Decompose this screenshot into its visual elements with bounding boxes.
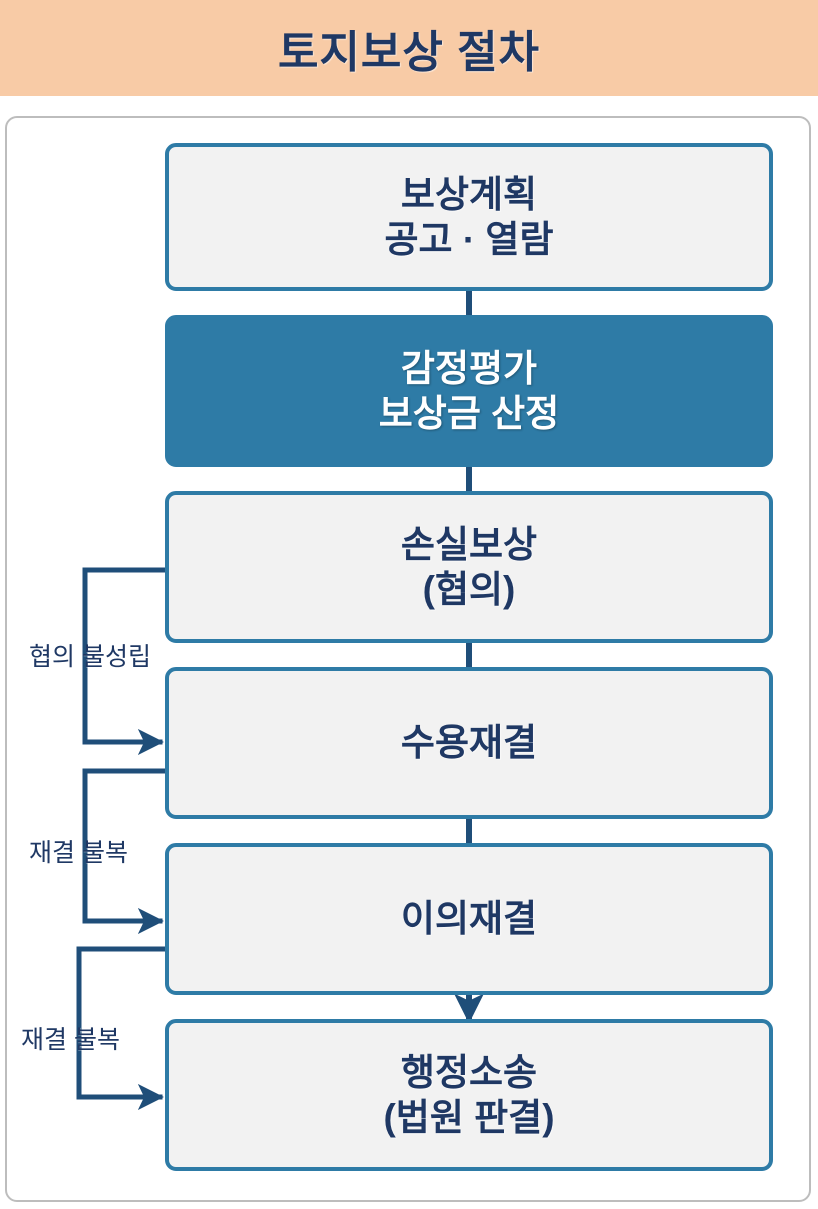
flow-step-감정평가[interactable]: 감정평가 보상금 산정 [165,315,773,467]
flow-step-행정소송[interactable]: 행정소송 (법원 판결) [165,1019,773,1171]
page-title: 토지보상 절차 [277,28,541,77]
flow-step-손실보상[interactable]: 손실보상 (협의) [165,491,773,643]
flow-step-이의재결[interactable]: 이의재결 [165,843,773,995]
flow-step-보상계획[interactable]: 보상계획 공고 · 열람 [165,143,773,291]
flow-step-line1: 손실보상 [400,523,538,565]
flow-step-line1: 행정소송 [400,1051,538,1093]
flow-step-line1: 수용재결 [400,722,538,764]
branch-label-재결불복-1: 재결 불복 [29,839,128,867]
branch-label-협의불성립: 협의 불성립 [29,643,151,671]
flow-step-line1: 보상계획 [400,173,538,215]
flow-step-line2: (법원 판결) [383,1097,555,1138]
flow-step-line1: 이의재결 [400,898,538,940]
flow-step-line1: 감정평가 [400,347,538,389]
flow-step-line2: 보상금 산정 [378,393,560,434]
branch-label-재결불복-2: 재결 불복 [21,1026,120,1054]
title-banner: 토지보상 절차 [0,0,818,96]
flow-step-line2: 공고 · 열람 [384,219,554,260]
flow-step-수용재결[interactable]: 수용재결 [165,667,773,819]
flow-step-line2: (협의) [422,569,516,610]
